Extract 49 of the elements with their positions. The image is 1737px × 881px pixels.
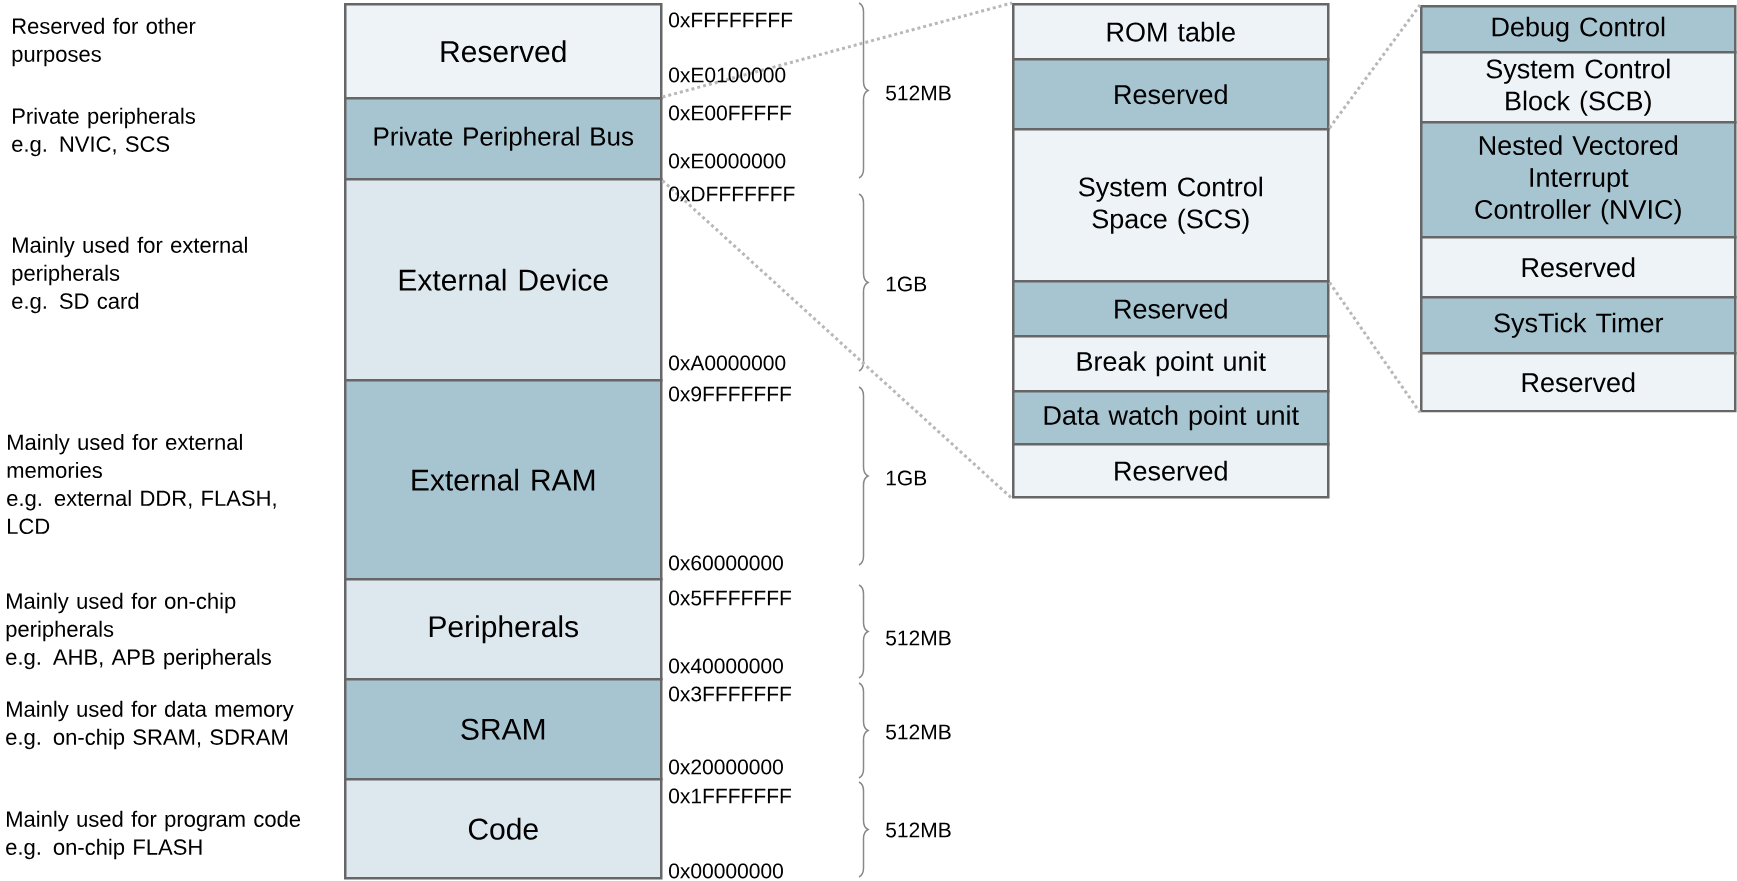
memory-region-box: Private Peripheral Bus [344,97,663,181]
memory-region-box: Data watch point unit [1012,390,1330,446]
memory-region-box: SRAM [344,678,663,781]
size-label: 512MB [886,85,951,101]
memory-region-box: Reserved [1012,58,1330,131]
address-label: 0x1FFFFFFF [669,788,792,804]
memory-region-box: Reserved [1420,236,1737,299]
memory-region-box: Reserved [1012,280,1330,338]
address-label: 0xE0000000 [669,153,786,169]
memory-region-box: Break point unit [1012,335,1330,393]
zoom-line [1328,281,1422,414]
size-label: 1GB [886,470,927,486]
address-label: 0x5FFFFFFF [669,590,792,606]
address-label: 0x20000000 [669,759,783,775]
memory-region-box: SysTick Timer [1420,296,1737,355]
memory-region-box: Reserved [1420,352,1737,413]
description-text: Mainly used for data memory e.g. on-chip SRAM, SDRAM [6,700,294,750]
description-text: Mainly used for on-chip peripherals e.g. AHB, APB peripherals [6,592,271,670]
memory-region-box: Code [344,778,663,880]
zoom-line [661,179,1013,500]
description-text: Reserved for other purposes [12,17,196,67]
memory-region-box: External RAM [344,379,663,581]
address-label: 0xE0100000 [669,67,786,83]
address-label: 0xE00FFFFF [669,105,792,121]
description-text: Mainly used for external peripherals e.g. SD card [12,236,247,314]
description-text: Mainly used for program code e.g. on-chip FLASH [6,810,301,860]
address-label: 0xDFFFFFFF [669,186,795,202]
memory-region-box: ROM table [1012,3,1330,61]
memory-region-box: Reserved [1012,443,1330,499]
address-label: 0x9FFFFFFF [669,386,792,402]
memory-region-box: Nested Vectored Interrupt Controller (NVIC) [1420,121,1737,239]
address-label: 0x3FFFFFFF [669,686,792,702]
description-text: Private peripherals e.g. NVIC, SCS [12,107,195,157]
memory-region-box: Peripherals [344,578,663,681]
address-label: 0xA0000000 [669,355,786,371]
memory-region-box: System Control Space (SCS) [1012,128,1330,283]
description-text: Mainly used for external memories e.g. external DDR, FLASH, LCD [7,433,276,535]
address-label: 0x60000000 [669,555,783,571]
memory-region-box: System Control Block (SCB) [1420,51,1737,124]
address-label: 0x40000000 [669,658,783,674]
zoom-line [1328,4,1422,129]
memory-region-box: Reserved [344,3,663,100]
zoom-line [662,1,1013,99]
size-label: 512MB [886,630,951,646]
size-label: 512MB [886,724,951,740]
size-label: 512MB [886,822,951,838]
memory-region-box: External Device [344,178,663,382]
size-label: 1GB [886,276,927,292]
memory-region-box: Debug Control [1420,5,1737,54]
